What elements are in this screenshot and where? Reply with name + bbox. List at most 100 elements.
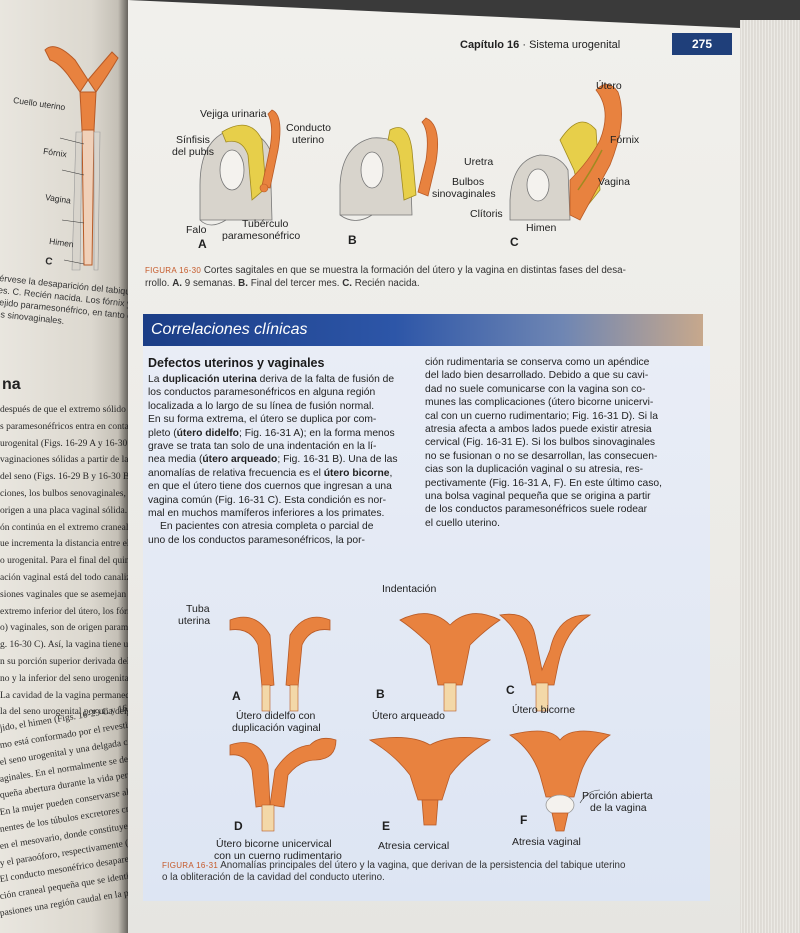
term: útero didelfo bbox=[176, 427, 239, 439]
label-didelfo-2: duplicación vaginal bbox=[232, 722, 321, 734]
uterus-arqueado bbox=[399, 613, 501, 712]
label-bulbos: Bulbos bbox=[452, 176, 485, 188]
label-didelfo-1: Útero didelfo con bbox=[236, 710, 316, 722]
text-line: del seno (Figs. 16-29 B y 16-30 B). Esta… bbox=[0, 472, 130, 483]
text-line: dad no suele comunicarse con la vagina s… bbox=[425, 383, 646, 395]
uterus-atresia-vaginal bbox=[509, 730, 611, 832]
uterus-didelfo bbox=[229, 616, 331, 712]
label-a: A bbox=[232, 689, 241, 703]
text-line: s paramesonéfricos entra en contacto con… bbox=[0, 421, 130, 432]
clinical-correlations-banner: Correlaciones clínicas bbox=[143, 314, 703, 346]
text-line: origen a una placa vaginal sólida. La pr… bbox=[0, 505, 130, 516]
sagittal-section-c bbox=[509, 84, 622, 221]
text-line: localizada a lo largo de su línea de fus… bbox=[148, 400, 375, 412]
text-line: el cuello uterino. bbox=[425, 517, 500, 529]
label-c: C bbox=[510, 235, 519, 249]
text-line: vaginaciones sólidas a partir de la porc… bbox=[0, 455, 130, 466]
label-porcion-abierta: Porción abierta bbox=[582, 790, 653, 802]
label-bicorne: Útero bicorne bbox=[512, 704, 576, 716]
text-line: atresia afecta a ambos lados puede exist… bbox=[425, 424, 652, 436]
sagittal-section-b bbox=[339, 117, 439, 221]
label-vejiga-urinaria: Vejiga urinaria bbox=[200, 108, 267, 120]
text: nea media ( bbox=[148, 454, 203, 466]
uterus-atresia-cervical bbox=[368, 737, 492, 826]
label-tuberculo: Tubérculo bbox=[242, 218, 289, 230]
text-line: ue incrementa la distancia entre el úter… bbox=[0, 539, 130, 550]
text: ; Fig. 16-31 A); en la forma menos bbox=[238, 427, 395, 439]
text-line: La cavidad de la vagina permanece separa… bbox=[0, 690, 130, 701]
label-utero: Útero bbox=[596, 80, 622, 92]
label-unicervical-1: Útero bicorne unicervical bbox=[216, 838, 332, 850]
text-line: En pacientes con atresia completa o parc… bbox=[160, 521, 374, 533]
header-separator: · bbox=[522, 39, 527, 51]
text: La bbox=[148, 374, 163, 385]
text-line: vagina común (Fig. 16-31 C). Esta condic… bbox=[148, 494, 387, 506]
text-line: extremo inferior del útero, los fórnix v… bbox=[0, 606, 130, 617]
chapter-system: Sistema urogenital bbox=[529, 39, 621, 51]
uterus-unicervical bbox=[229, 737, 337, 832]
text-line: munes las complicaciones (útero bicorne … bbox=[425, 397, 654, 409]
label-falo: Falo bbox=[186, 224, 207, 236]
label-sinfisis: Sínfisis bbox=[176, 134, 210, 146]
caption-text: 9 semanas. bbox=[184, 278, 236, 289]
text-line: cal con un cuerno rudimentario; Fig. 16-… bbox=[425, 410, 658, 422]
label-conducto: Conducto bbox=[286, 122, 331, 134]
text: ; Fig. 16-31 B). Una de las bbox=[277, 454, 398, 466]
text-line: la del seno urogenital por una delgada p… bbox=[0, 707, 130, 718]
text: anomalías de relativa frecuencia es el bbox=[148, 467, 324, 479]
label-clitoris: Clítoris bbox=[470, 208, 503, 220]
text-line: mal en muchos mamíferos inferiores a los… bbox=[148, 508, 385, 520]
text-line: en que el útero tiene dos cuernos que in… bbox=[148, 481, 392, 493]
caption-text: o la obliteración de la cavidad del cond… bbox=[162, 872, 385, 883]
running-header: Capítulo 16 · Sistema urogenital bbox=[460, 34, 740, 56]
caption-text: Recién nacida. bbox=[354, 278, 420, 289]
clinical-column-1: Defectos uterinos y vaginales La duplica… bbox=[148, 356, 410, 547]
label-indentacion: Indentación bbox=[382, 583, 437, 595]
label-uterino: uterino bbox=[292, 134, 325, 146]
text-line: ción rudimentaria se conserva como un ap… bbox=[425, 357, 650, 368]
chapter-number: Capítulo 16 bbox=[460, 39, 520, 51]
term: útero bicorne bbox=[323, 467, 390, 479]
text-line: ación vaginal está del todo canalizada. … bbox=[0, 572, 130, 583]
caption-label: FIGURA 16-31 bbox=[162, 861, 219, 870]
text-line: uno de los conductos paramesonéfricos, l… bbox=[148, 534, 365, 546]
text-line: o urogenital. Para el final del quinto m… bbox=[0, 556, 130, 567]
label-fornix-c: Fórnix bbox=[610, 134, 640, 146]
label-c: C bbox=[506, 683, 515, 697]
clinical-paragraph-2: ción rudimentaria se conserva como un ap… bbox=[425, 356, 701, 530]
label-e: E bbox=[382, 819, 391, 833]
text: deriva de la falta de fusión de bbox=[256, 374, 395, 385]
text-line: n su porción superior derivada del condu… bbox=[0, 656, 130, 667]
label-a: A bbox=[198, 237, 207, 251]
uterus-bicorne bbox=[499, 613, 592, 712]
label-d: D bbox=[234, 819, 243, 833]
caption-label: FIGURA 16-30 bbox=[145, 266, 202, 275]
label-atresia-cervical: Atresia cervical bbox=[378, 840, 450, 852]
figure-16-31-caption: FIGURA 16-31 Anomalías principales del ú… bbox=[162, 860, 712, 884]
label-unicervical-2: con un cuerno rudimentario bbox=[214, 850, 342, 862]
caption-text: rrollo. bbox=[145, 278, 170, 289]
figure-16-30-illustration bbox=[199, 84, 622, 226]
sagittal-section-a bbox=[199, 109, 281, 226]
caption-text: Final del tercer mes. bbox=[250, 278, 340, 289]
left-figure-illustration bbox=[44, 46, 119, 271]
left-body-text: después de que el extremo sólido de los … bbox=[0, 402, 130, 923]
left-page: Cuello uterino Fórnix Vagina Himen C érv… bbox=[0, 0, 130, 933]
text-line: del lado bien desarrollado. Debido a que… bbox=[425, 370, 649, 382]
label-tuba: Tuba bbox=[186, 603, 210, 615]
label-paramesonefrico: paramesonéfrico bbox=[222, 230, 301, 242]
text-line: no y la inferior del seno urogenital. bbox=[0, 673, 130, 684]
label-himen-c: Himen bbox=[526, 222, 557, 234]
left-heading: na bbox=[2, 376, 21, 393]
clinical-title: Correlaciones clínicas bbox=[151, 321, 308, 338]
text-line: ciones, los bulbos senovaginales, prolif… bbox=[0, 488, 130, 499]
caption-a: A. bbox=[172, 278, 183, 289]
clinical-column-2: ción rudimentaria se conserva como un ap… bbox=[425, 356, 701, 530]
chapter-title: Capítulo 16 · Sistema urogenital bbox=[460, 39, 620, 51]
text-line: de los conductos paramesonéfricos suele … bbox=[425, 504, 648, 516]
label-sinovaginales: sinovaginales bbox=[432, 188, 496, 200]
label-uretra: Uretra bbox=[464, 156, 494, 168]
text-line: siones vaginales que se asemejan a alas … bbox=[0, 589, 130, 600]
text-line: ón continúa en el extremo craneal de la … bbox=[0, 522, 130, 533]
term: útero arqueado bbox=[202, 454, 278, 466]
